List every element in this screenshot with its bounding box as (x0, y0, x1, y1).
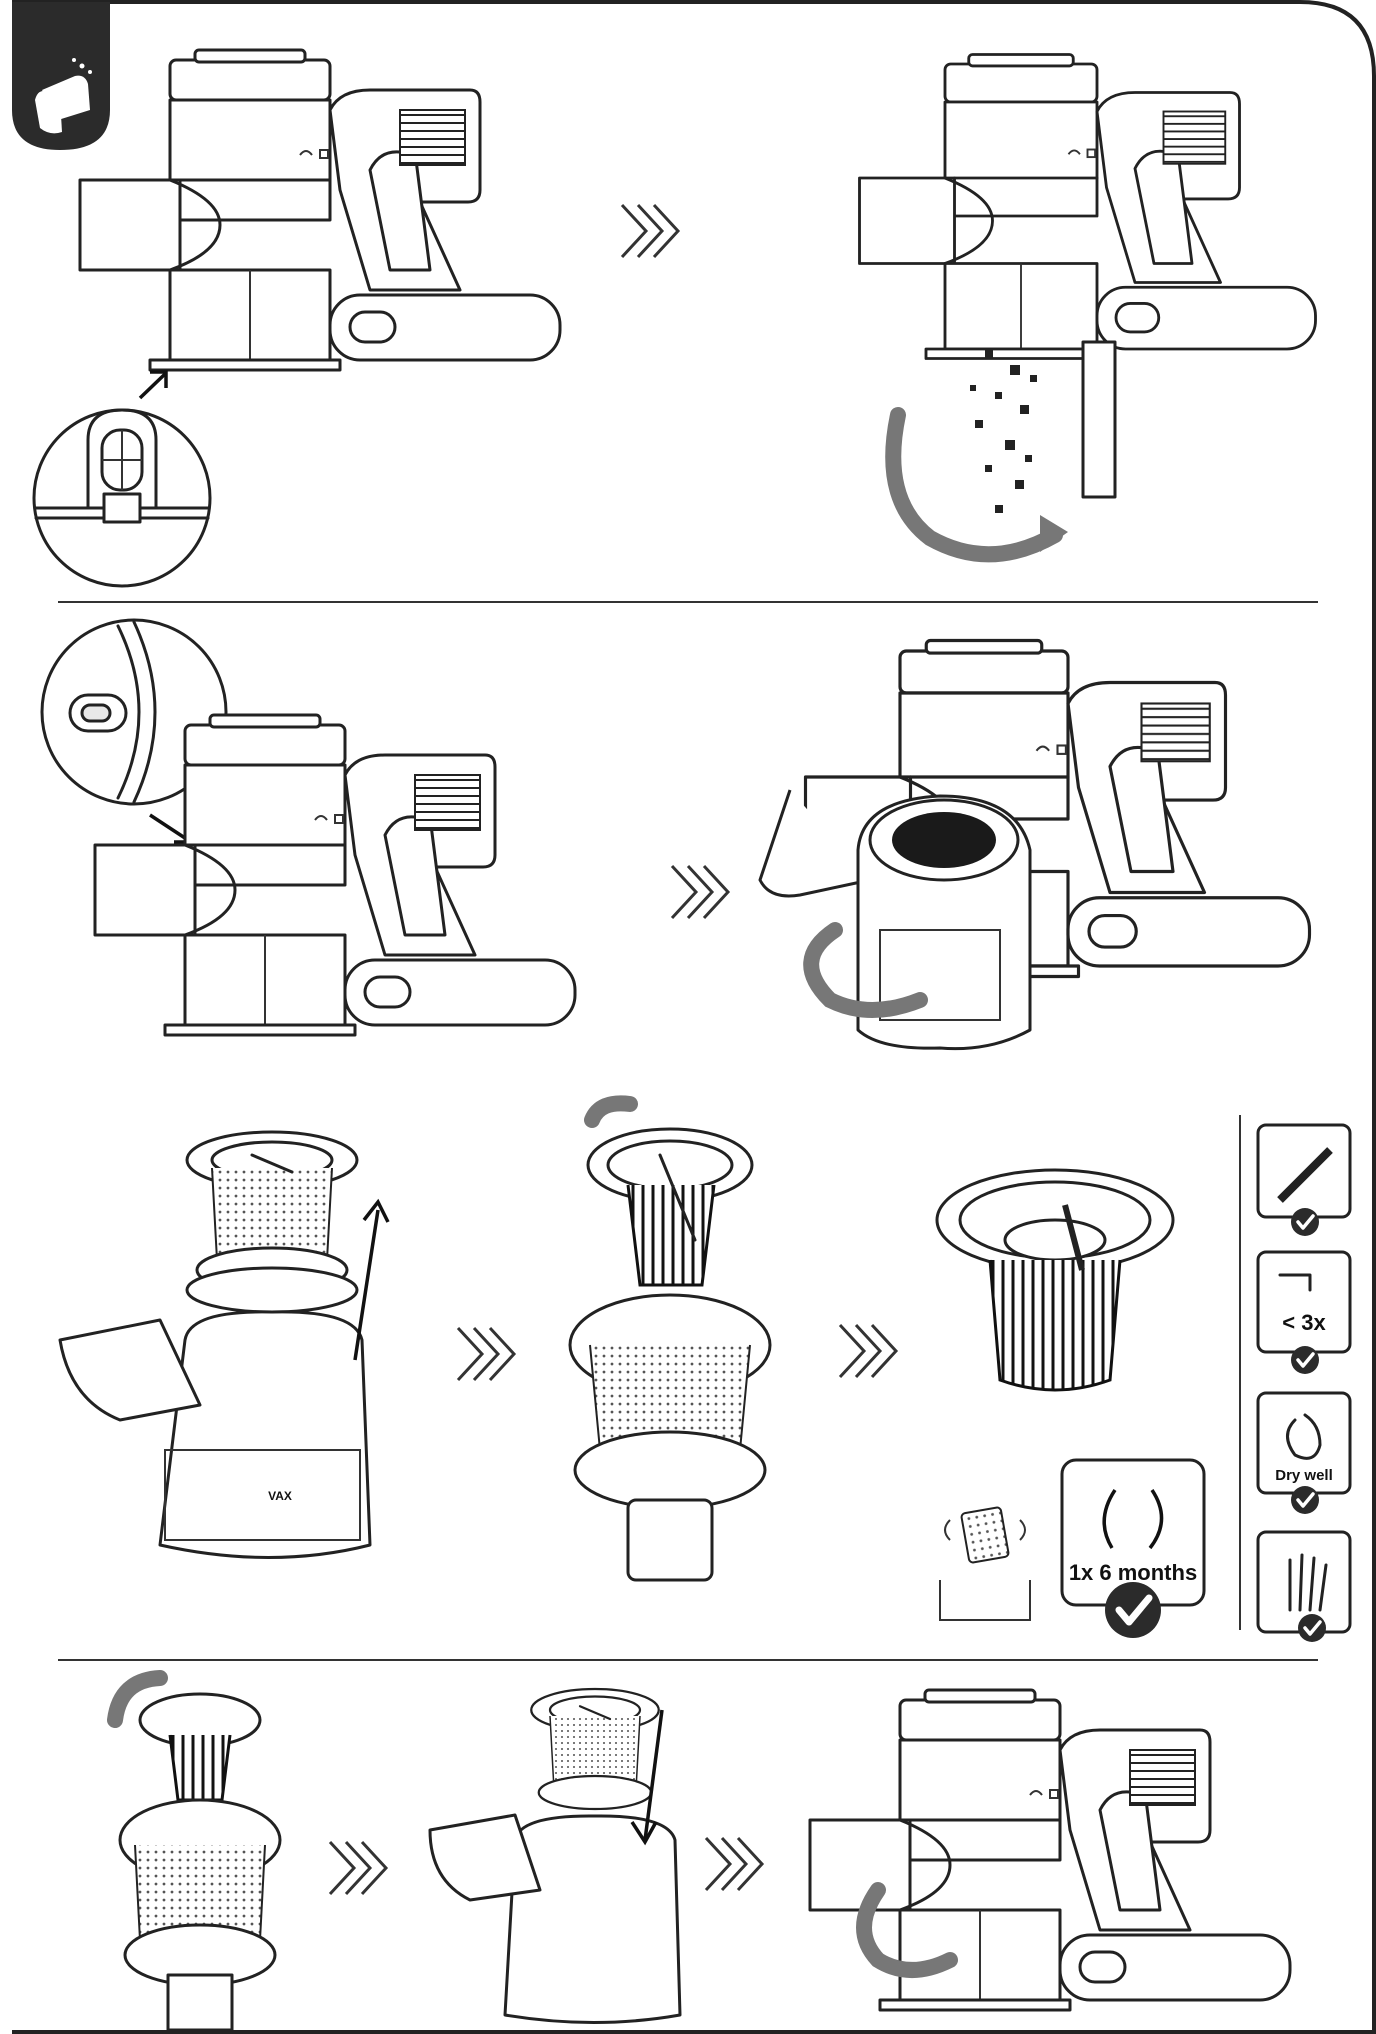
page-frame (12, 0, 1376, 2034)
rotate-arrow-icon (856, 1882, 958, 1978)
cleaning-hands-icon (35, 58, 92, 134)
step-remove-filter: VAX (58, 1095, 1352, 1644)
rotate-arrow-icon (803, 922, 928, 1018)
check-icon (1105, 1582, 1161, 1638)
filter-assembly-icon (107, 1670, 282, 2032)
frequency-label: 1x 6 months (1069, 1560, 1197, 1585)
detached-bin (758, 789, 1032, 1051)
pleated-filter (935, 1168, 1175, 1392)
bin-with-filter: VAX (58, 1130, 390, 1559)
step-remove-bin (40, 618, 1312, 1051)
bin-reassembly (428, 1687, 682, 2024)
tap-water-icon (1278, 1273, 1312, 1292)
dry-label: Dry well (1275, 1467, 1333, 1484)
care-panel: < 3x Dry well (1256, 1123, 1352, 1644)
brand-label: VAX (268, 1489, 292, 1503)
rotate-arrow-icon (885, 407, 1063, 563)
check-icon (1289, 1206, 1321, 1238)
glove-hand-icon (1288, 1553, 1328, 1612)
filter-assembly-icon (568, 1095, 772, 1582)
dust-particles-icon (970, 350, 1037, 513)
check-icon (1289, 1484, 1321, 1516)
step-refit (107, 1670, 1292, 2032)
latch-detail-zoom (32, 408, 212, 588)
brush-icon (1277, 1147, 1333, 1203)
step-empty-bin (32, 48, 1317, 588)
check-icon (1296, 1612, 1328, 1644)
tap-dust-icon (939, 1506, 1031, 1621)
dry-flame-icon (1286, 1413, 1322, 1460)
release-button-zoom (40, 618, 228, 806)
header-badge (12, 2, 110, 150)
wash-limit-label: < 3x (1282, 1310, 1326, 1335)
check-icon (1289, 1344, 1321, 1376)
frequency-badge: 1x 6 months (1060, 1458, 1206, 1638)
